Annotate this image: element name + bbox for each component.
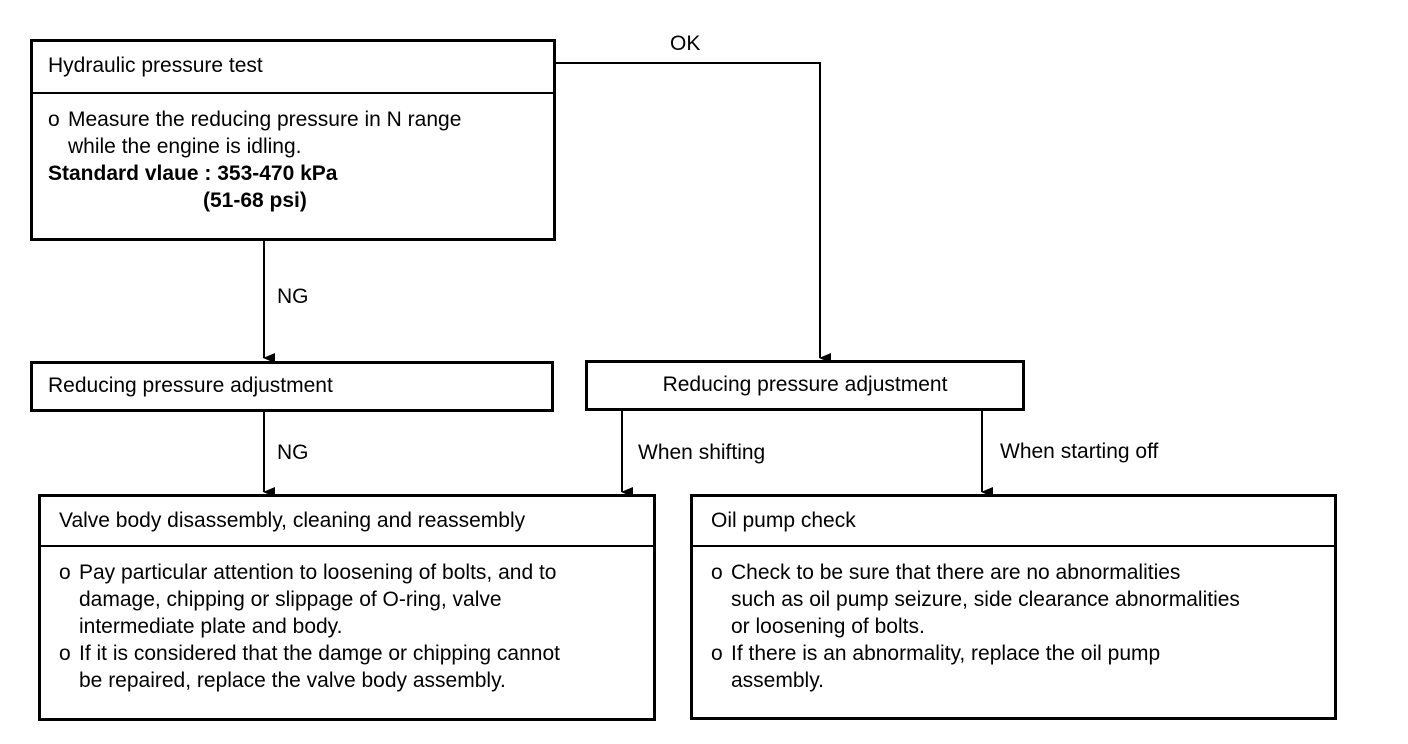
edge-label-ok: OK xyxy=(670,32,701,55)
bullet-item: o If there is an abnormality, replace th… xyxy=(711,640,1324,694)
node-title: Valve body disassembly, cleaning and rea… xyxy=(59,509,526,532)
bullet-marker: o xyxy=(711,642,723,665)
standard-value-psi: (51-68 psi) xyxy=(203,189,307,212)
node-valve-body-disassembly: Valve body disassembly, cleaning and rea… xyxy=(38,494,656,721)
node-body: o Pay particular attention to loosening … xyxy=(41,545,653,718)
edge-label-when-shifting: When shifting xyxy=(638,441,766,464)
bullet-marker: o xyxy=(59,642,71,665)
node-reducing-pressure-adjustment-left: Reducing pressure adjustment xyxy=(30,361,554,412)
node-title: Reducing pressure adjustment xyxy=(662,373,948,396)
node-hydraulic-pressure-test: Hydraulic pressure test o Measure the re… xyxy=(30,39,556,241)
edge-label-ng-bottom: NG xyxy=(277,441,309,464)
bullet-item: o If it is considered that the damge or … xyxy=(59,640,643,694)
edge-ok-line xyxy=(555,62,831,363)
edge-label-when-starting-off: When starting off xyxy=(1000,440,1159,463)
bullet-item: o Pay particular attention to loosening … xyxy=(59,559,643,640)
bullet-marker: o xyxy=(59,561,71,584)
node-title: Hydraulic pressure test xyxy=(48,54,263,77)
bullet-text: Pay particular attention to loosening of… xyxy=(79,561,557,638)
standard-value: Standard vlaue : 353-470 kPa xyxy=(48,162,338,185)
node-body: o Measure the reducing pressure in N ran… xyxy=(33,92,553,239)
bullet-marker: o xyxy=(711,561,723,584)
edge-label-ng-top: NG xyxy=(277,285,309,308)
bullet-marker: o xyxy=(48,108,60,131)
bullet-text: Check to be sure that there are no abnor… xyxy=(731,561,1240,638)
bullet-item: o Measure the reducing pressure in N ran… xyxy=(48,106,543,160)
bullet-text: Measure the reducing pressure in N range… xyxy=(68,108,462,158)
node-oil-pump-check: Oil pump check o Check to be sure that t… xyxy=(690,494,1337,720)
node-title: Oil pump check xyxy=(711,509,856,532)
bullet-item: o Check to be sure that there are no abn… xyxy=(711,559,1324,640)
node-reducing-pressure-adjustment-right: Reducing pressure adjustment xyxy=(585,360,1025,411)
bullet-text: If it is considered that the damge or ch… xyxy=(79,642,560,692)
node-title: Reducing pressure adjustment xyxy=(48,374,333,397)
bullet-text: If there is an abnormality, replace the … xyxy=(731,642,1161,692)
node-body: o Check to be sure that there are no abn… xyxy=(693,545,1334,717)
